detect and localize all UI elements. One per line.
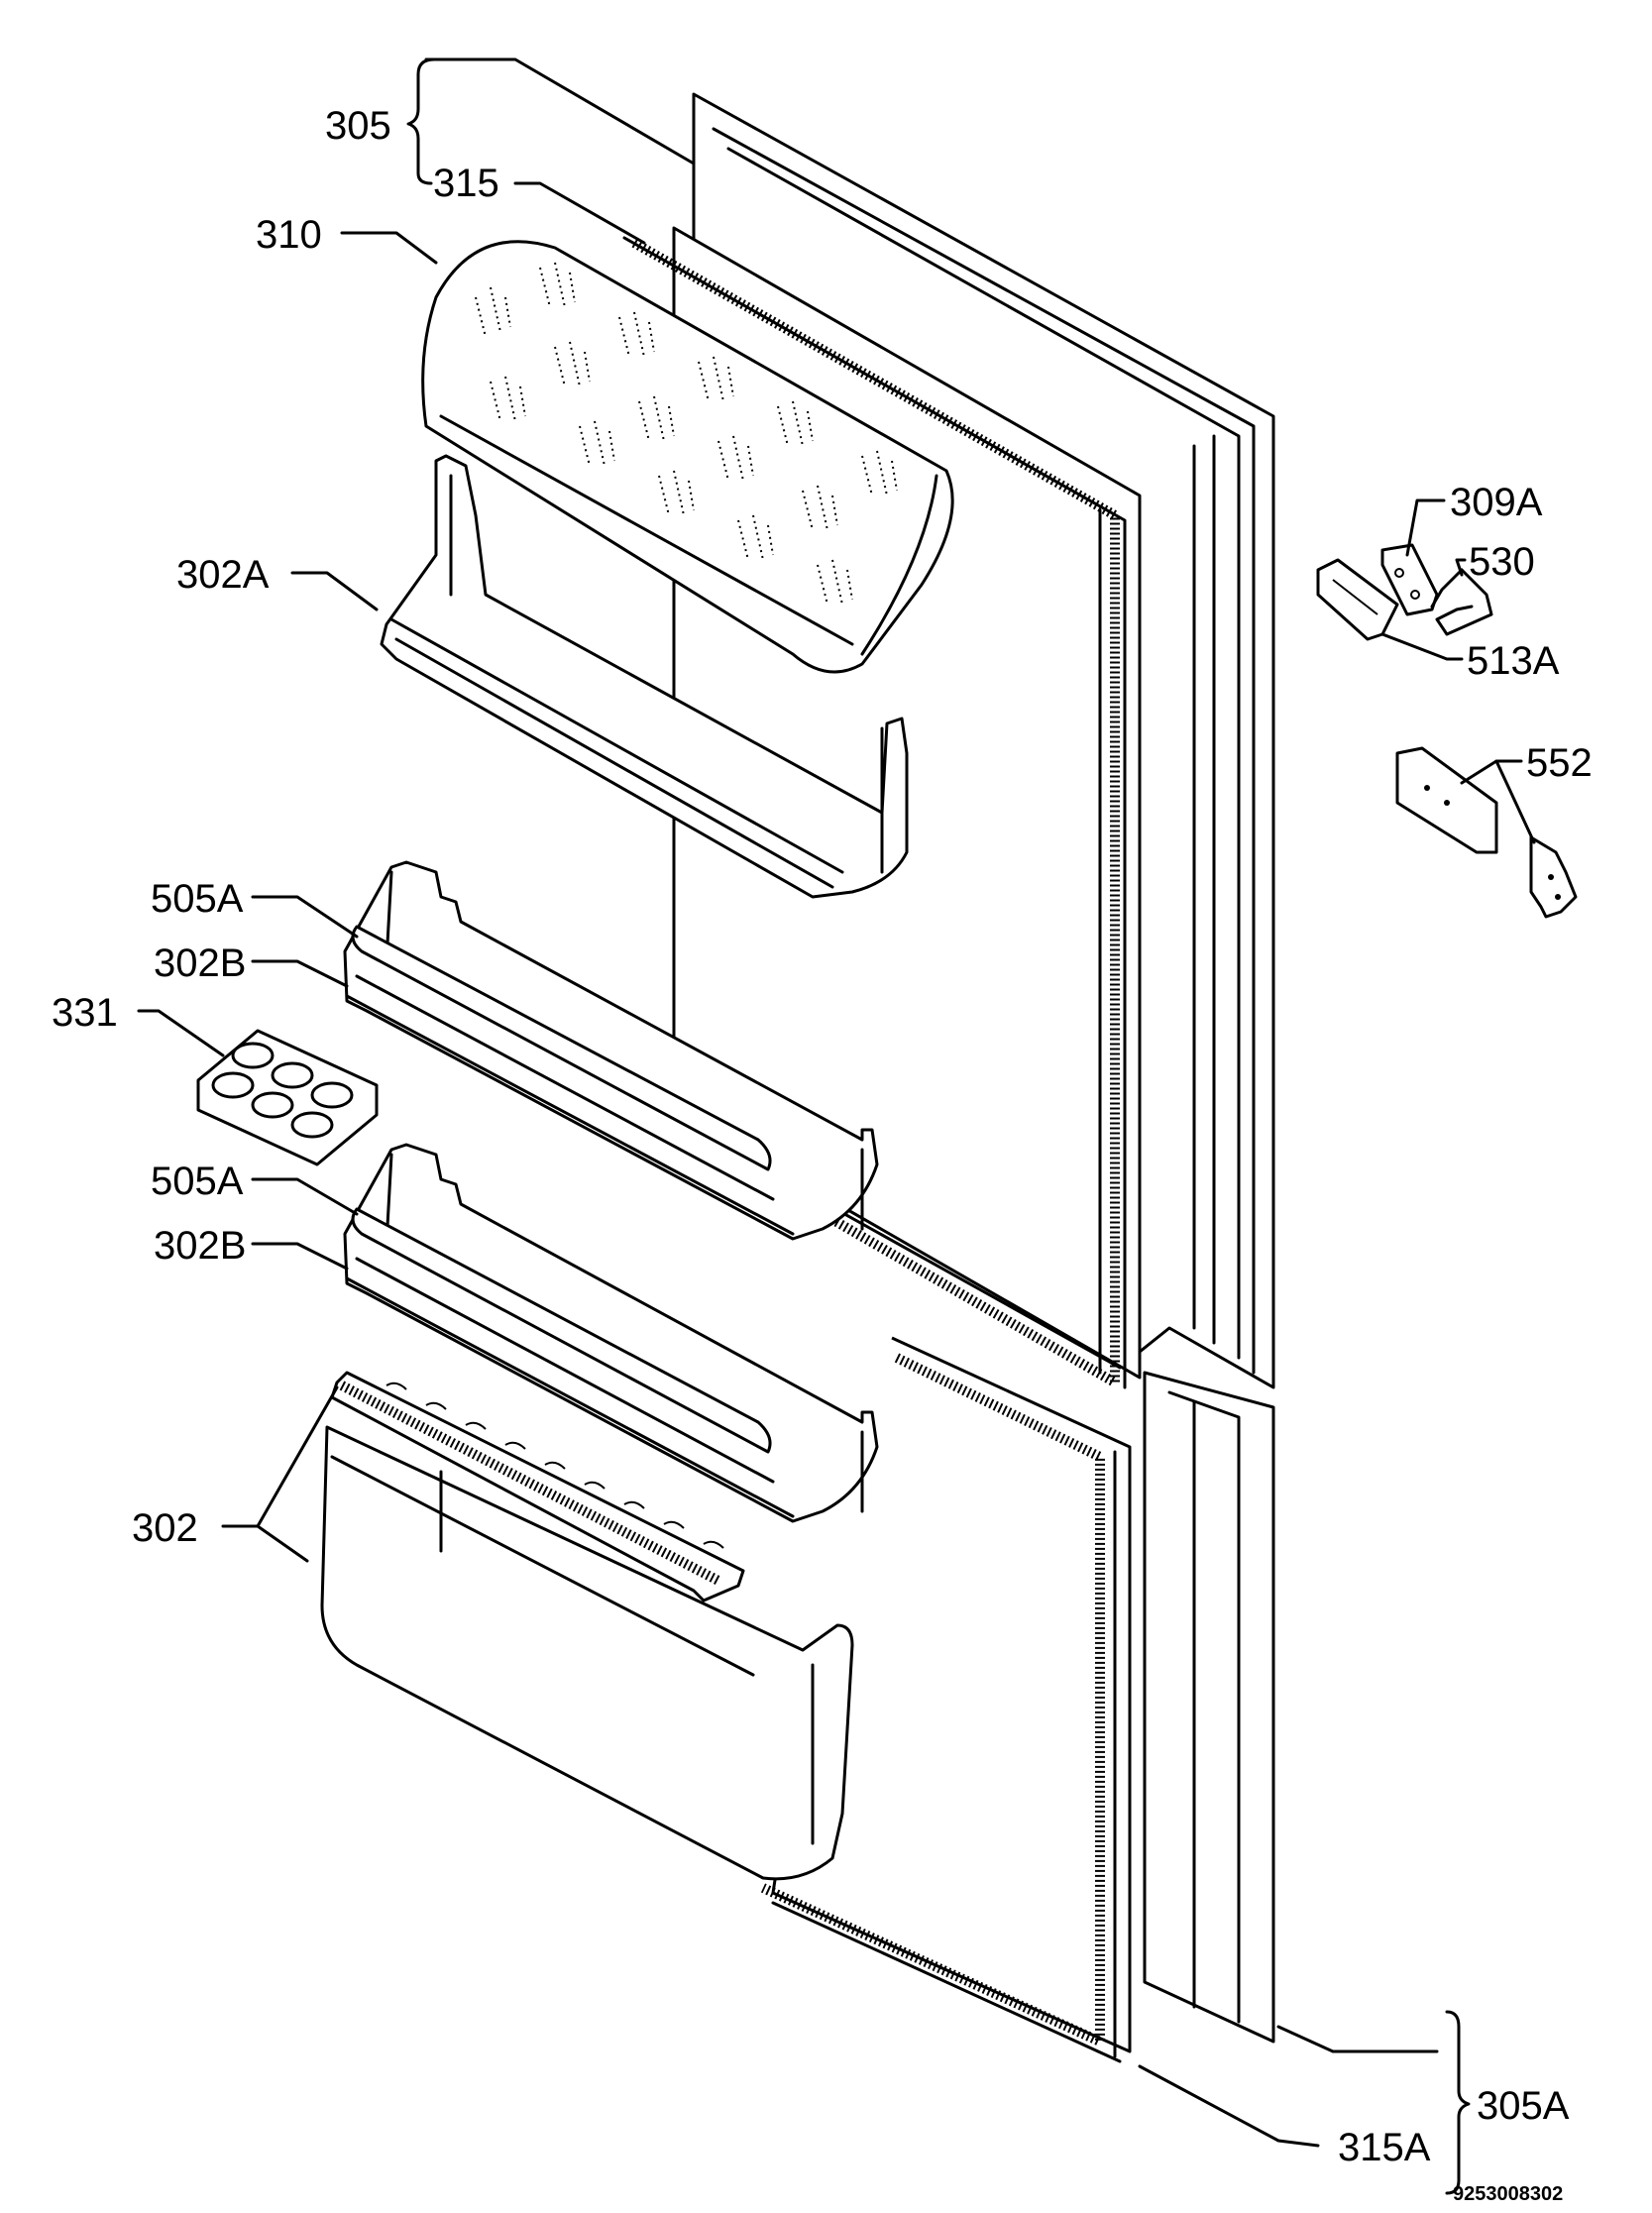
door-shelf-302a (380, 454, 909, 899)
label-302: 302 (132, 1506, 198, 1550)
label-310: 310 (256, 213, 322, 257)
vent-holes (475, 262, 898, 606)
label-513a: 513A (1467, 639, 1560, 683)
callout-labels: 305 315 310 302A 505A 302B 331 505A 302B… (52, 104, 1593, 2205)
hinge-bracket-552 (1395, 746, 1578, 919)
upper-door-gasket (622, 236, 1127, 1391)
egg-tray-lid (421, 240, 954, 674)
clip-530 (1430, 568, 1493, 636)
label-305a: 305A (1477, 2084, 1570, 2128)
label-505a-lower: 505A (151, 1160, 244, 1203)
label-302b-lower: 302B (154, 1224, 246, 1268)
egg-holder-331 (196, 1029, 379, 1166)
label-302a: 302A (176, 553, 270, 597)
label-315a: 315A (1338, 2126, 1431, 2169)
label-305: 305 (325, 104, 391, 148)
lower-door-gasket (760, 1353, 1122, 2063)
hinge-cover-309a (1380, 543, 1439, 616)
bottle-shelf-302 (320, 1425, 854, 1881)
lower-door-panel (771, 1336, 1275, 2053)
label-302b-upper: 302B (154, 941, 246, 985)
label-530: 530 (1469, 540, 1535, 584)
bottle-retainer-302 (330, 1371, 745, 1603)
leader-lines (137, 57, 1536, 2195)
label-331: 331 (52, 991, 118, 1035)
rail-505a-lower (351, 1207, 772, 1454)
label-552: 552 (1526, 741, 1593, 785)
drawing-number: 9253008302 (1453, 2183, 1563, 2205)
label-315: 315 (433, 162, 499, 205)
label-309a: 309A (1450, 481, 1543, 524)
label-505a-upper: 505A (151, 877, 244, 921)
